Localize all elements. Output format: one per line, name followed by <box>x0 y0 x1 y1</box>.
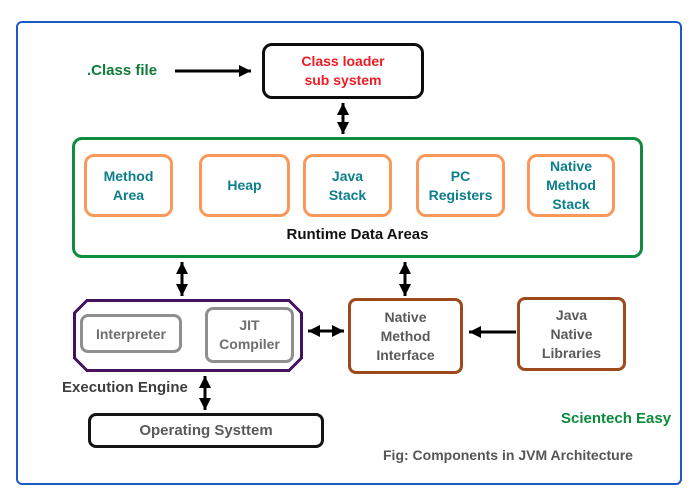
runtime-data-areas-title: Runtime Data Areas <box>286 226 429 243</box>
execution-engine-node: Interpreter JIT Compiler <box>73 299 303 372</box>
class-file-label: .Class file <box>87 62 158 79</box>
method-area-node: Method Area <box>84 154 173 217</box>
runtime-data-areas-node: Method Area Heap Java Stack PC Registers… <box>72 137 643 258</box>
method-area-label: Method Area <box>103 167 154 203</box>
java-native-libraries-node: Java Native Libraries <box>517 297 626 371</box>
operating-system-label: Operating Systtem <box>139 422 273 439</box>
class-loader-subsystem-node: Class loader sub system <box>262 43 424 99</box>
figure-caption: Fig: Components in JVM Architecture <box>383 447 633 463</box>
execution-engine-label: Execution Engine <box>62 379 188 396</box>
pc-registers-label: PC Registers <box>428 167 493 203</box>
jit-compiler-label: JIT Compiler <box>219 317 280 352</box>
java-stack-label: Java Stack <box>328 167 367 203</box>
heap-label: Heap <box>227 177 262 193</box>
java-stack-node: Java Stack <box>303 154 392 217</box>
pc-registers-node: PC Registers <box>416 154 505 217</box>
interpreter-node: Interpreter <box>80 314 182 353</box>
watermark-text: Scientech Easy <box>561 410 672 427</box>
operating-system-node: Operating Systtem <box>88 413 324 448</box>
native-method-stack-label: Native Method Stack <box>546 158 596 212</box>
native-method-stack-node: Native Method Stack <box>527 154 615 217</box>
class-loader-subsystem-label: Class loader sub system <box>301 53 385 88</box>
heap-node: Heap <box>199 154 290 217</box>
jit-compiler-node: JIT Compiler <box>205 307 294 363</box>
java-native-libraries-label: Java Native Libraries <box>541 306 602 361</box>
native-method-interface-node: Native Method Interface <box>348 298 463 374</box>
native-method-interface-label: Native Method Interface <box>376 308 435 363</box>
interpreter-label: Interpreter <box>95 325 167 342</box>
